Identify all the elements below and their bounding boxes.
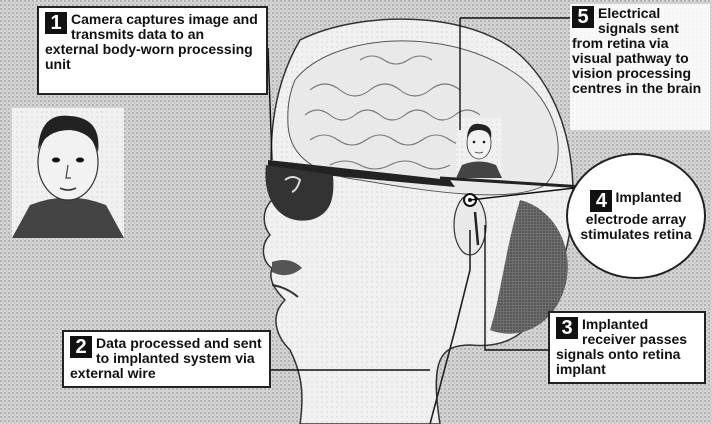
step-2-text: Data processed and sent to implanted sys… [70,335,262,381]
step-2-callout: 2 Data processed and sent to implanted s… [62,330,271,388]
step-5-callout: 5 Electrical signals sent from retina vi… [570,4,710,130]
step-3-callout: 3 Implanted receiver passes signals onto… [548,311,706,384]
face-portrait-small [456,118,502,178]
step-3-number: 3 [556,317,578,339]
step-1-text: Camera captures image and transmits data… [45,11,258,72]
face-portrait-large [12,108,124,238]
step-5-number: 5 [572,6,594,28]
step-1-number: 1 [45,12,67,34]
step-4-number: 4 [590,190,612,212]
step-2-number: 2 [70,336,92,358]
step-1-callout: 1 Camera captures image and transmits da… [37,6,268,95]
